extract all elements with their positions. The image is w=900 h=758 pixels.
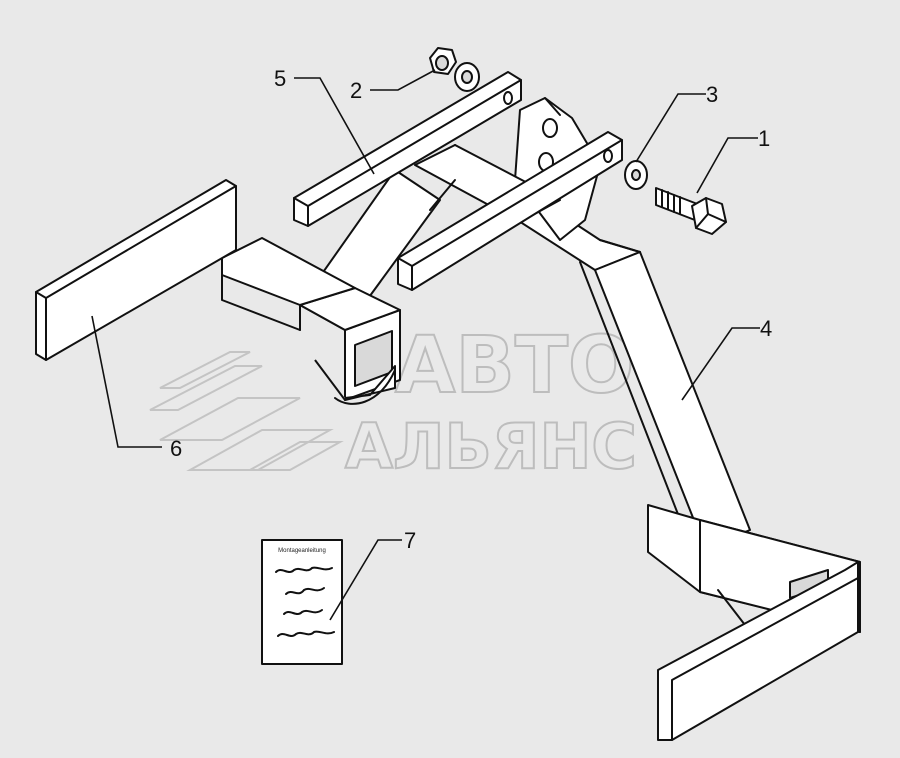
callout-6: 6	[170, 436, 182, 461]
leader-3	[635, 93, 706, 163]
watermark-line-1: АВТО	[395, 321, 634, 411]
callout-labels: 1 2 3 4 5 6 7	[170, 66, 772, 553]
part-1-bolt	[655, 187, 727, 235]
callout-1: 1	[758, 126, 770, 151]
leader-2	[370, 69, 436, 91]
part-4-frame	[221, 97, 861, 741]
part-7-document: Montageanleitung	[261, 539, 343, 665]
part-2-nut-washer	[429, 47, 480, 92]
leader-1	[696, 137, 758, 194]
leader-5	[294, 77, 375, 175]
leader-6	[91, 315, 162, 448]
part-3-washer	[624, 160, 648, 190]
document-title: Montageanleitung	[278, 548, 326, 554]
callout-5: 5	[274, 66, 286, 91]
leader-lines	[91, 69, 760, 621]
watermark: АВТО АЛЬЯНС	[149, 320, 638, 484]
watermark-logo	[149, 351, 344, 471]
part-5-flat-bars	[293, 71, 623, 291]
leader-4	[681, 327, 760, 401]
watermark-line-2: АЛЬЯНС	[345, 410, 637, 483]
callout-7: 7	[404, 528, 416, 553]
callout-2: 2	[350, 78, 362, 103]
callout-3: 3	[706, 82, 718, 107]
leader-7	[329, 539, 402, 621]
callout-4: 4	[760, 316, 772, 341]
part-6-plate	[35, 179, 237, 361]
document-sheet	[261, 539, 343, 665]
